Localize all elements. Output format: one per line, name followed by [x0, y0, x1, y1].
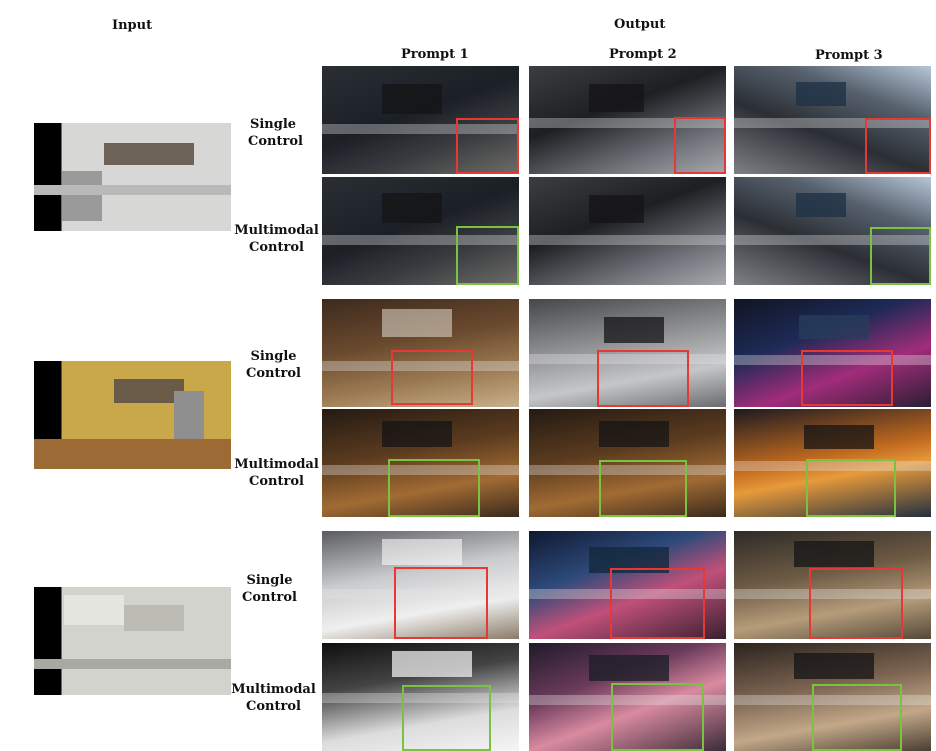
output-g1-multimodal-p1 — [322, 177, 519, 285]
highlight-box-single — [456, 118, 519, 174]
highlight-box-single — [865, 118, 931, 174]
output-g2-single-p1 — [322, 299, 519, 407]
output-g2-multimodal-p3 — [734, 409, 931, 517]
prompt3-header: Prompt 3 — [815, 48, 883, 63]
output-g3-multimodal-p1 — [322, 643, 519, 751]
output-g3-multimodal-p3 — [734, 643, 931, 751]
highlight-box-multimodal — [611, 683, 704, 751]
output-g3-multimodal-p2 — [529, 643, 726, 751]
prompt1-header: Prompt 1 — [401, 47, 469, 62]
prompt2-header: Prompt 2 — [609, 47, 677, 62]
highlight-box-single — [391, 350, 473, 405]
output-g1-single-p3 — [734, 66, 931, 174]
highlight-box-single — [597, 350, 689, 407]
input-image-kitchen-2 — [34, 361, 231, 469]
highlight-box-multimodal — [806, 459, 896, 517]
highlight-box-multimodal — [812, 684, 902, 751]
output-g1-single-p1 — [322, 66, 519, 174]
input-image-kitchen-1 — [34, 123, 231, 231]
highlight-box-multimodal — [456, 226, 519, 285]
highlight-box-single — [801, 350, 893, 406]
output-g2-multimodal-p2 — [529, 409, 726, 517]
output-g3-single-p1 — [322, 531, 519, 639]
output-g2-single-p2 — [529, 299, 726, 407]
output-g1-multimodal-p3 — [734, 177, 931, 285]
highlight-box-multimodal — [599, 460, 687, 517]
output-g2-single-p3 — [734, 299, 931, 407]
input-image-kitchen-3 — [34, 587, 231, 695]
output-header: Output — [614, 17, 666, 32]
highlight-box-single — [394, 567, 488, 639]
highlight-box-single — [809, 568, 903, 639]
input-header: Input — [112, 18, 153, 33]
highlight-box-multimodal — [402, 685, 491, 751]
highlight-box-multimodal — [388, 459, 480, 517]
highlight-box-single — [674, 117, 726, 174]
highlight-box-single — [610, 568, 705, 639]
highlight-box-multimodal — [870, 227, 931, 285]
output-g3-single-p2 — [529, 531, 726, 639]
output-g2-multimodal-p1 — [322, 409, 519, 517]
output-g1-multimodal-p2 — [529, 177, 726, 285]
output-g3-single-p3 — [734, 531, 931, 639]
output-g1-single-p2 — [529, 66, 726, 174]
